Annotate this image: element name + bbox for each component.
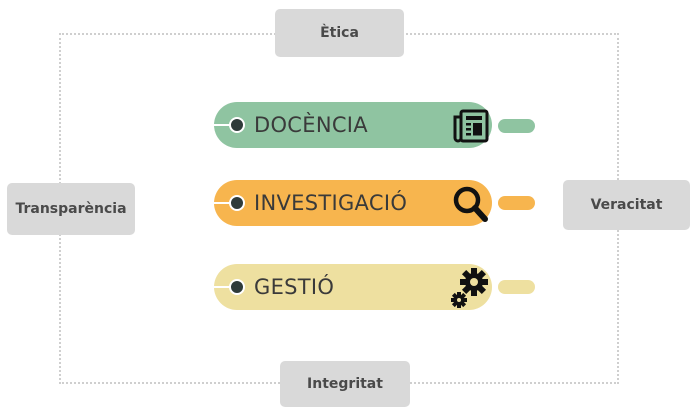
bullet-dot	[229, 195, 245, 211]
connector-line	[214, 124, 234, 126]
area-label: DOCÈNCIA	[254, 113, 368, 137]
newspaper-icon	[450, 106, 490, 146]
magnifier-icon	[450, 184, 490, 224]
dash-marker	[498, 280, 535, 294]
area-investigacio: INVESTIGACIÓ	[214, 180, 492, 226]
area-label: INVESTIGACIÓ	[254, 191, 408, 215]
bullet-dot	[229, 117, 245, 133]
area-label: GESTIÓ	[254, 275, 335, 299]
area-docencia: DOCÈNCIA	[214, 102, 492, 148]
value-transparencia: Transparència	[7, 183, 135, 235]
value-integritat: Integritat	[280, 361, 410, 407]
gears-icon	[450, 266, 490, 308]
area-gestio: GESTIÓ	[214, 264, 492, 310]
connector-line	[214, 202, 234, 204]
bullet-dot	[229, 279, 245, 295]
dash-marker	[498, 196, 535, 210]
connector-line	[214, 286, 234, 288]
value-etica: Ètica	[275, 9, 404, 57]
dash-marker	[498, 119, 535, 133]
value-veracitat: Veracitat	[563, 180, 690, 230]
